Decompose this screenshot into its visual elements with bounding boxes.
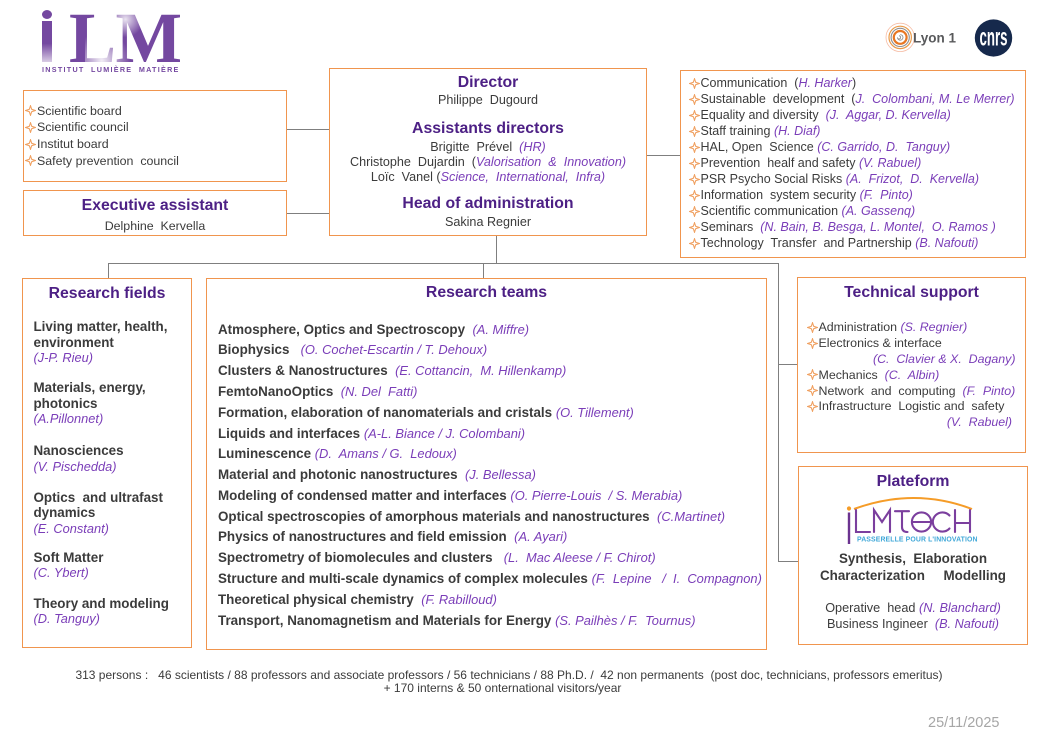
svg-text:cnrs: cnrs: [980, 24, 1008, 52]
svg-text:Lyon 1: Lyon 1: [913, 30, 956, 45]
svg-text:PASSERELLE POUR L'INNOVATION: PASSERELLE POUR L'INNOVATION: [857, 537, 978, 544]
